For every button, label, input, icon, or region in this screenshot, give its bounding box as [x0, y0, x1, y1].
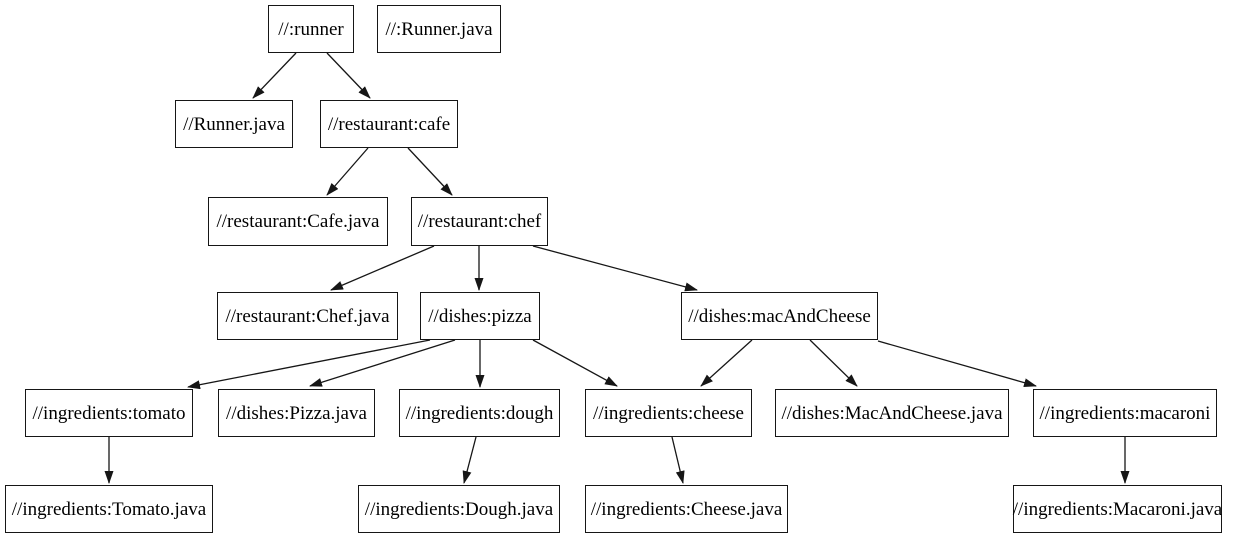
graph-node-restaurant-chef: //restaurant:chef — [411, 197, 548, 246]
graph-node-label: //Runner.java — [183, 113, 285, 135]
graph-edge-ingredients-dough-to-ingredients-dough-java — [462, 436, 477, 484]
graph-node-label: //dishes:pizza — [428, 305, 532, 327]
graph-node-restaurant-cafe-java: //restaurant:Cafe.java — [208, 197, 388, 246]
graph-edge-group — [104, 52, 1130, 484]
graph-node-restaurant-cafe: //restaurant:cafe — [320, 100, 458, 148]
graph-node-label: //restaurant:Cafe.java — [216, 211, 380, 232]
graph-edge-restaurant-chef-to-restaurant-chef-java — [330, 245, 435, 291]
graph-node-dishes-macandcheese-java: //dishes:MacAndCheese.java — [775, 389, 1009, 437]
graph-node-ingredients-dough-java: //ingredients:Dough.java — [358, 485, 560, 533]
graph-node-label: //:runner — [278, 18, 344, 40]
graph-node-label: //ingredients:tomato — [32, 402, 186, 424]
graph-node-label: //dishes:Pizza.java — [226, 402, 367, 424]
graph-node-dishes-macandcheese: //dishes:macAndCheese — [681, 292, 878, 340]
graph-node-label: //restaurant:cafe — [327, 113, 451, 135]
graph-node-label: //restaurant:Chef.java — [225, 305, 390, 327]
graph-node-label: //ingredients:Cheese.java — [590, 498, 783, 520]
graph-node-label: //ingredients:Macaroni.java — [1012, 498, 1223, 520]
graph-node-restaurant-chef-java: //restaurant:Chef.java — [217, 292, 398, 340]
graph-node-ingredients-tomato: //ingredients:tomato — [25, 389, 193, 437]
graph-edge-dishes-pizza-to-dishes-pizza-java — [309, 339, 456, 387]
graph-edge-ingredients-cheese-to-ingredients-cheese-java — [671, 436, 685, 484]
graph-node-label: //dishes:MacAndCheese.java — [781, 402, 1003, 424]
graph-node-label: //ingredients:Tomato.java — [11, 498, 207, 520]
graph-node-ingredients-dough: //ingredients:dough — [399, 389, 560, 437]
graph-node-runner: //:runner — [268, 5, 354, 53]
graph-node-label: //ingredients:Dough.java — [364, 498, 554, 520]
graph-node-root-runner-java: //:Runner.java — [377, 5, 501, 53]
graph-node-ingredients-cheese: //ingredients:cheese — [585, 389, 752, 437]
graph-edge-dishes-macandcheese-to-dishes-macandcheese-java — [809, 339, 858, 387]
graph-edge-dishes-pizza-to-ingredients-tomato — [187, 339, 431, 390]
graph-edge-runner-to-runner-java — [252, 52, 297, 99]
graph-node-label: //restaurant:chef — [417, 211, 542, 232]
graph-edge-runner-to-restaurant-cafe — [326, 52, 371, 99]
graph-edge-restaurant-chef-to-dishes-macandcheese — [532, 245, 698, 292]
graph-node-label: //ingredients:dough — [405, 402, 554, 424]
graph-node-label: //dishes:macAndCheese — [688, 305, 871, 327]
graph-node-dishes-pizza: //dishes:pizza — [420, 292, 540, 340]
graph-edge-restaurant-cafe-to-restaurant-chef — [407, 147, 453, 196]
graph-node-ingredients-cheese-java: //ingredients:Cheese.java — [585, 485, 788, 533]
graph-node-runner-java: //Runner.java — [175, 100, 293, 148]
graph-node-label: //:Runner.java — [385, 18, 493, 40]
graph-edge-dishes-macandcheese-to-ingredients-cheese — [700, 339, 753, 387]
graph-node-label: //ingredients:macaroni — [1039, 402, 1211, 424]
graph-node-ingredients-tomato-java: //ingredients:Tomato.java — [5, 485, 213, 533]
graph-node-dishes-pizza-java: //dishes:Pizza.java — [218, 389, 375, 437]
graph-node-label: //ingredients:cheese — [593, 402, 744, 424]
graph-edge-restaurant-cafe-to-restaurant-cafe-java — [326, 147, 369, 196]
graph-node-ingredients-macaroni-java: //ingredients:Macaroni.java — [1013, 485, 1222, 533]
graph-node-ingredients-macaroni: //ingredients:macaroni — [1033, 389, 1217, 437]
graph-edge-dishes-pizza-to-ingredients-cheese — [532, 339, 618, 387]
graph-edge-dishes-macandcheese-to-ingredients-macaroni — [877, 340, 1037, 388]
